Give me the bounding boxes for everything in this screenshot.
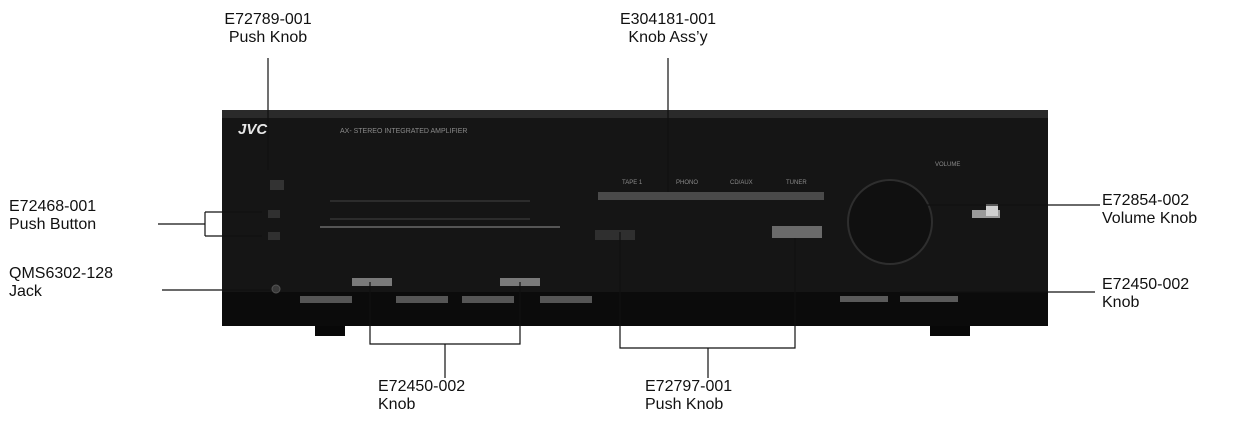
push-knob-right-lower[interactable] [772,226,822,238]
function-grid [320,200,560,228]
model-text: AX- STEREO INTEGRATED AMPLIFIER [340,128,467,135]
part-description: Knob [378,396,416,413]
grid-line-2 [330,218,530,220]
lower-button-3[interactable] [462,296,514,303]
input-label-tuner: TUNER [786,180,807,186]
leader-push-button [158,211,262,237]
lower-button-4[interactable] [540,296,592,303]
leader-knob-bottom [369,282,521,378]
right-knob-right[interactable] [900,296,958,302]
part-number: E72468-001 [9,198,97,215]
part-number: E72797-001 [645,378,733,395]
part-description: Knob Ass’y [628,29,708,46]
right-knob-left[interactable] [840,296,888,302]
headphone-jack[interactable] [271,284,281,294]
part-description: Push Knob [228,29,308,46]
part-number: E72854-002 [1102,192,1190,209]
input-labels: TAPE 1 PHONO CD/AUX TUNER [622,180,807,186]
part-description: Volume Knob [1102,210,1198,227]
leader-lines [158,58,1100,378]
part-description: Knob [1102,294,1140,311]
part-number: E72450-002 [1102,276,1190,293]
panel-top-edge [222,110,1048,118]
part-description: Push Knob [645,396,724,413]
part-description: Jack [9,283,42,300]
push-knob-left-lower[interactable] [595,230,635,240]
lower-button-1[interactable] [300,296,352,303]
lower-knob-left[interactable] [352,278,392,286]
volume-label: VOLUME [935,162,960,168]
grid-line-1 [330,200,530,202]
input-label-cdaux: CD/AUX [730,180,753,186]
callout-jack: QMS6302-128 Jack [9,265,113,301]
leader-push-knob-bottom [619,232,796,378]
grid-line-3 [320,226,560,228]
callout-push-knob-bottom: E72797-001 Push Knob [645,378,732,414]
callout-knob-bottom: E72450-002 Knob [378,378,465,414]
input-selector-strip[interactable] [598,192,824,200]
part-description: Push Button [9,216,97,233]
callout-push-button: E72468-001 Push Button [9,198,96,234]
brand-logo: JVC [238,121,268,138]
power-indicator [986,204,998,216]
foot-left [315,326,345,336]
push-button-lower[interactable] [268,232,280,240]
callout-volume-knob: E72854-002 Volume Knob [1102,192,1197,228]
input-label-tape1: TAPE 1 [622,180,643,186]
callout-knob-assy: E304181-001 Knob Ass’y [600,11,736,47]
push-button-upper[interactable] [268,210,280,218]
part-number: E304181-001 [619,11,717,28]
foot-right [930,326,970,336]
callout-push-knob-top: E72789-001 Push Knob [206,11,330,47]
lower-button-2[interactable] [396,296,448,303]
volume-knob[interactable] [847,179,933,265]
amplifier-front-panel: JVC AX- STEREO INTEGRATED AMPLIFIER [222,110,1048,336]
part-number: E72789-001 [224,11,312,28]
input-label-phono: PHONO [676,180,698,186]
push-knob-top[interactable] [270,180,284,190]
callout-knob-right: E72450-002 Knob [1102,276,1189,312]
part-number: E72450-002 [378,378,466,395]
part-number: QMS6302-128 [9,265,114,282]
